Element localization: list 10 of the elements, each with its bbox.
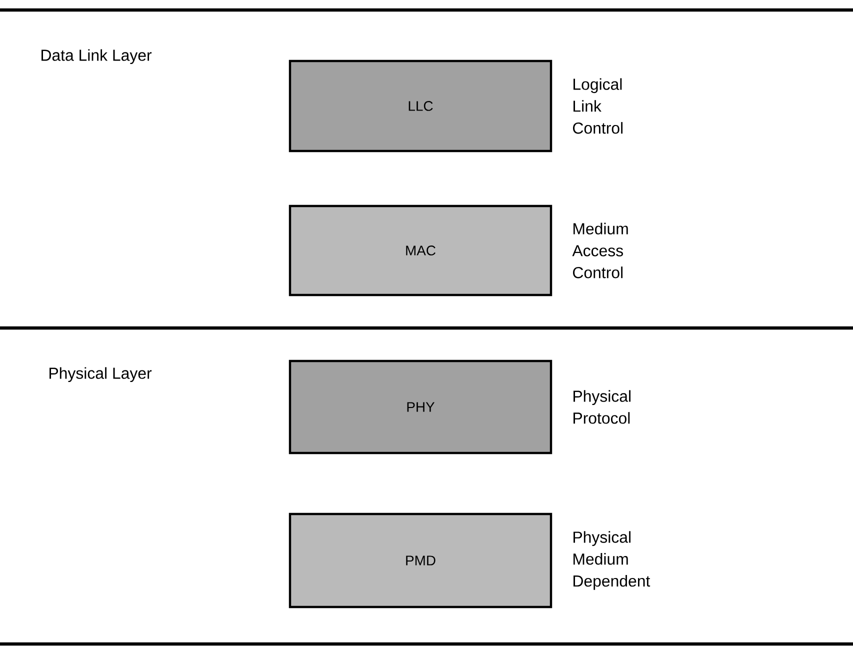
box-caption: Physical Protocol <box>574 390 630 424</box>
layer-label: Physical Layer <box>50 367 152 382</box>
layer-box: MAC <box>288 204 552 296</box>
layer-box: PMD <box>288 512 552 608</box>
box-caption: Medium Access Control <box>572 222 628 278</box>
box-caption: Logical Link Control <box>573 78 622 134</box>
layer-box: LLC <box>288 60 552 152</box>
box-caption: Physical Medium Dependent <box>574 531 650 590</box>
layer-label: Data Link Layer <box>42 49 152 64</box>
layer-box: PHY <box>288 360 552 454</box>
